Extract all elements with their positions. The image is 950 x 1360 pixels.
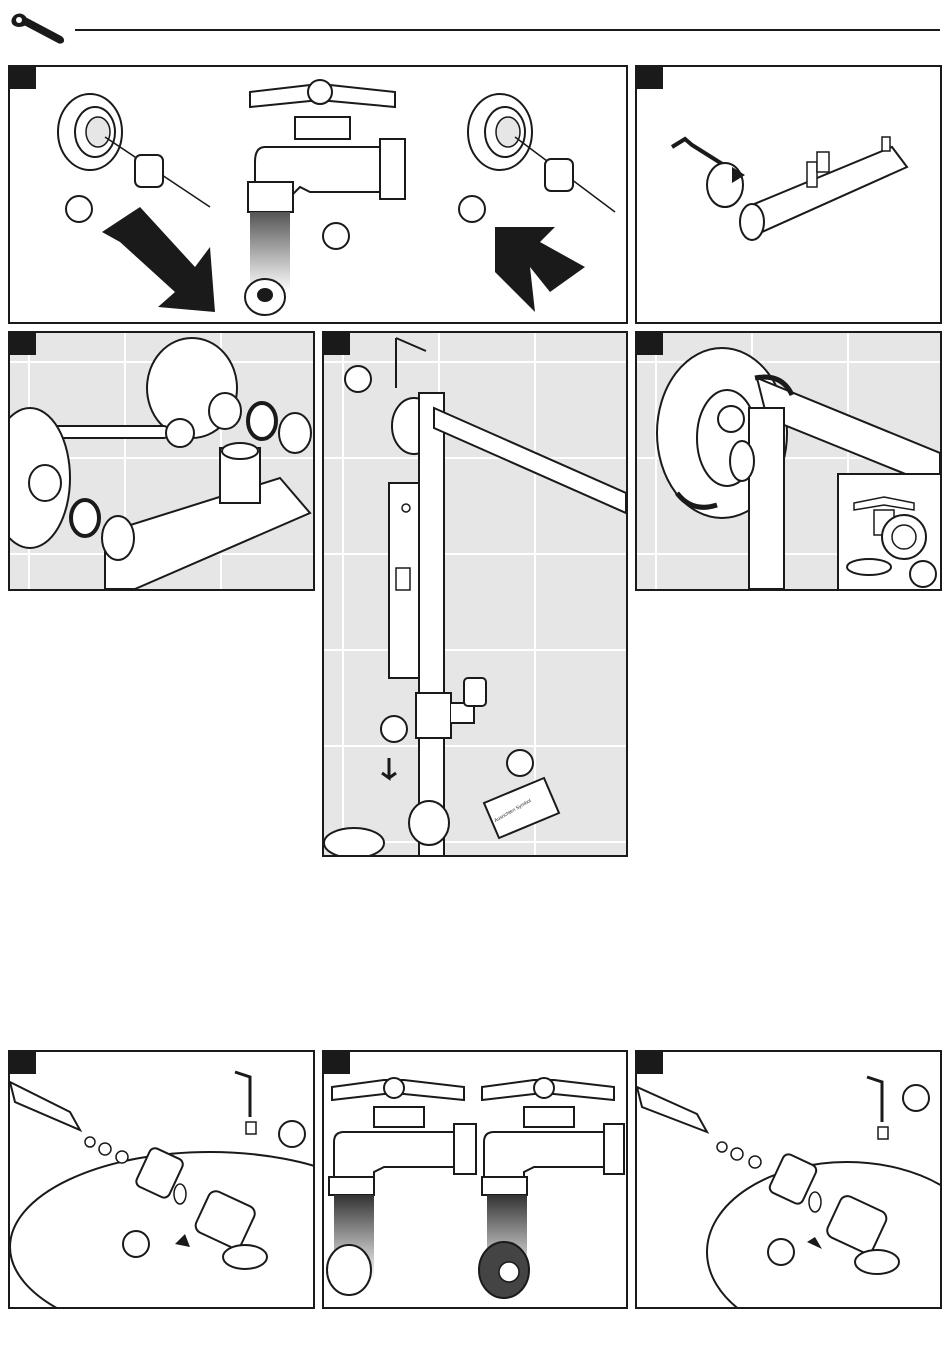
header-rule (75, 29, 940, 31)
callout-a (278, 1120, 306, 1148)
cartridge-insert-icon (637, 1052, 940, 1307)
faucet-rinse-icon (324, 1052, 626, 1307)
callout-a (902, 1084, 930, 1112)
callout-b (717, 405, 745, 433)
panel-step-5 (635, 331, 942, 591)
level-install-icon (324, 333, 626, 855)
panel-step-4: Ausrichten Symbol (322, 331, 628, 857)
callout-c (458, 195, 486, 223)
panel-step-6 (8, 1050, 315, 1309)
callout-c (506, 749, 534, 777)
cartridge-remove-icon (10, 1052, 313, 1307)
panel-step-7 (322, 1050, 628, 1309)
panel-step-2 (635, 65, 942, 324)
wrench-icon (8, 10, 68, 46)
callout-a (65, 195, 93, 223)
callout-a (344, 365, 372, 393)
panel-step-3 (8, 331, 315, 591)
panel-step-8 (635, 1050, 942, 1309)
panel-step-1 (8, 65, 628, 324)
wrench-connect-icon (10, 333, 313, 589)
callout-b (122, 1230, 150, 1258)
thermostat-hex-key-icon (637, 67, 940, 322)
inset-box (837, 473, 942, 591)
callout-b (380, 715, 408, 743)
callout-a (909, 560, 937, 588)
faucet-filter-clean-icon (10, 67, 626, 322)
callout-b (322, 222, 350, 250)
callout-b (767, 1238, 795, 1266)
